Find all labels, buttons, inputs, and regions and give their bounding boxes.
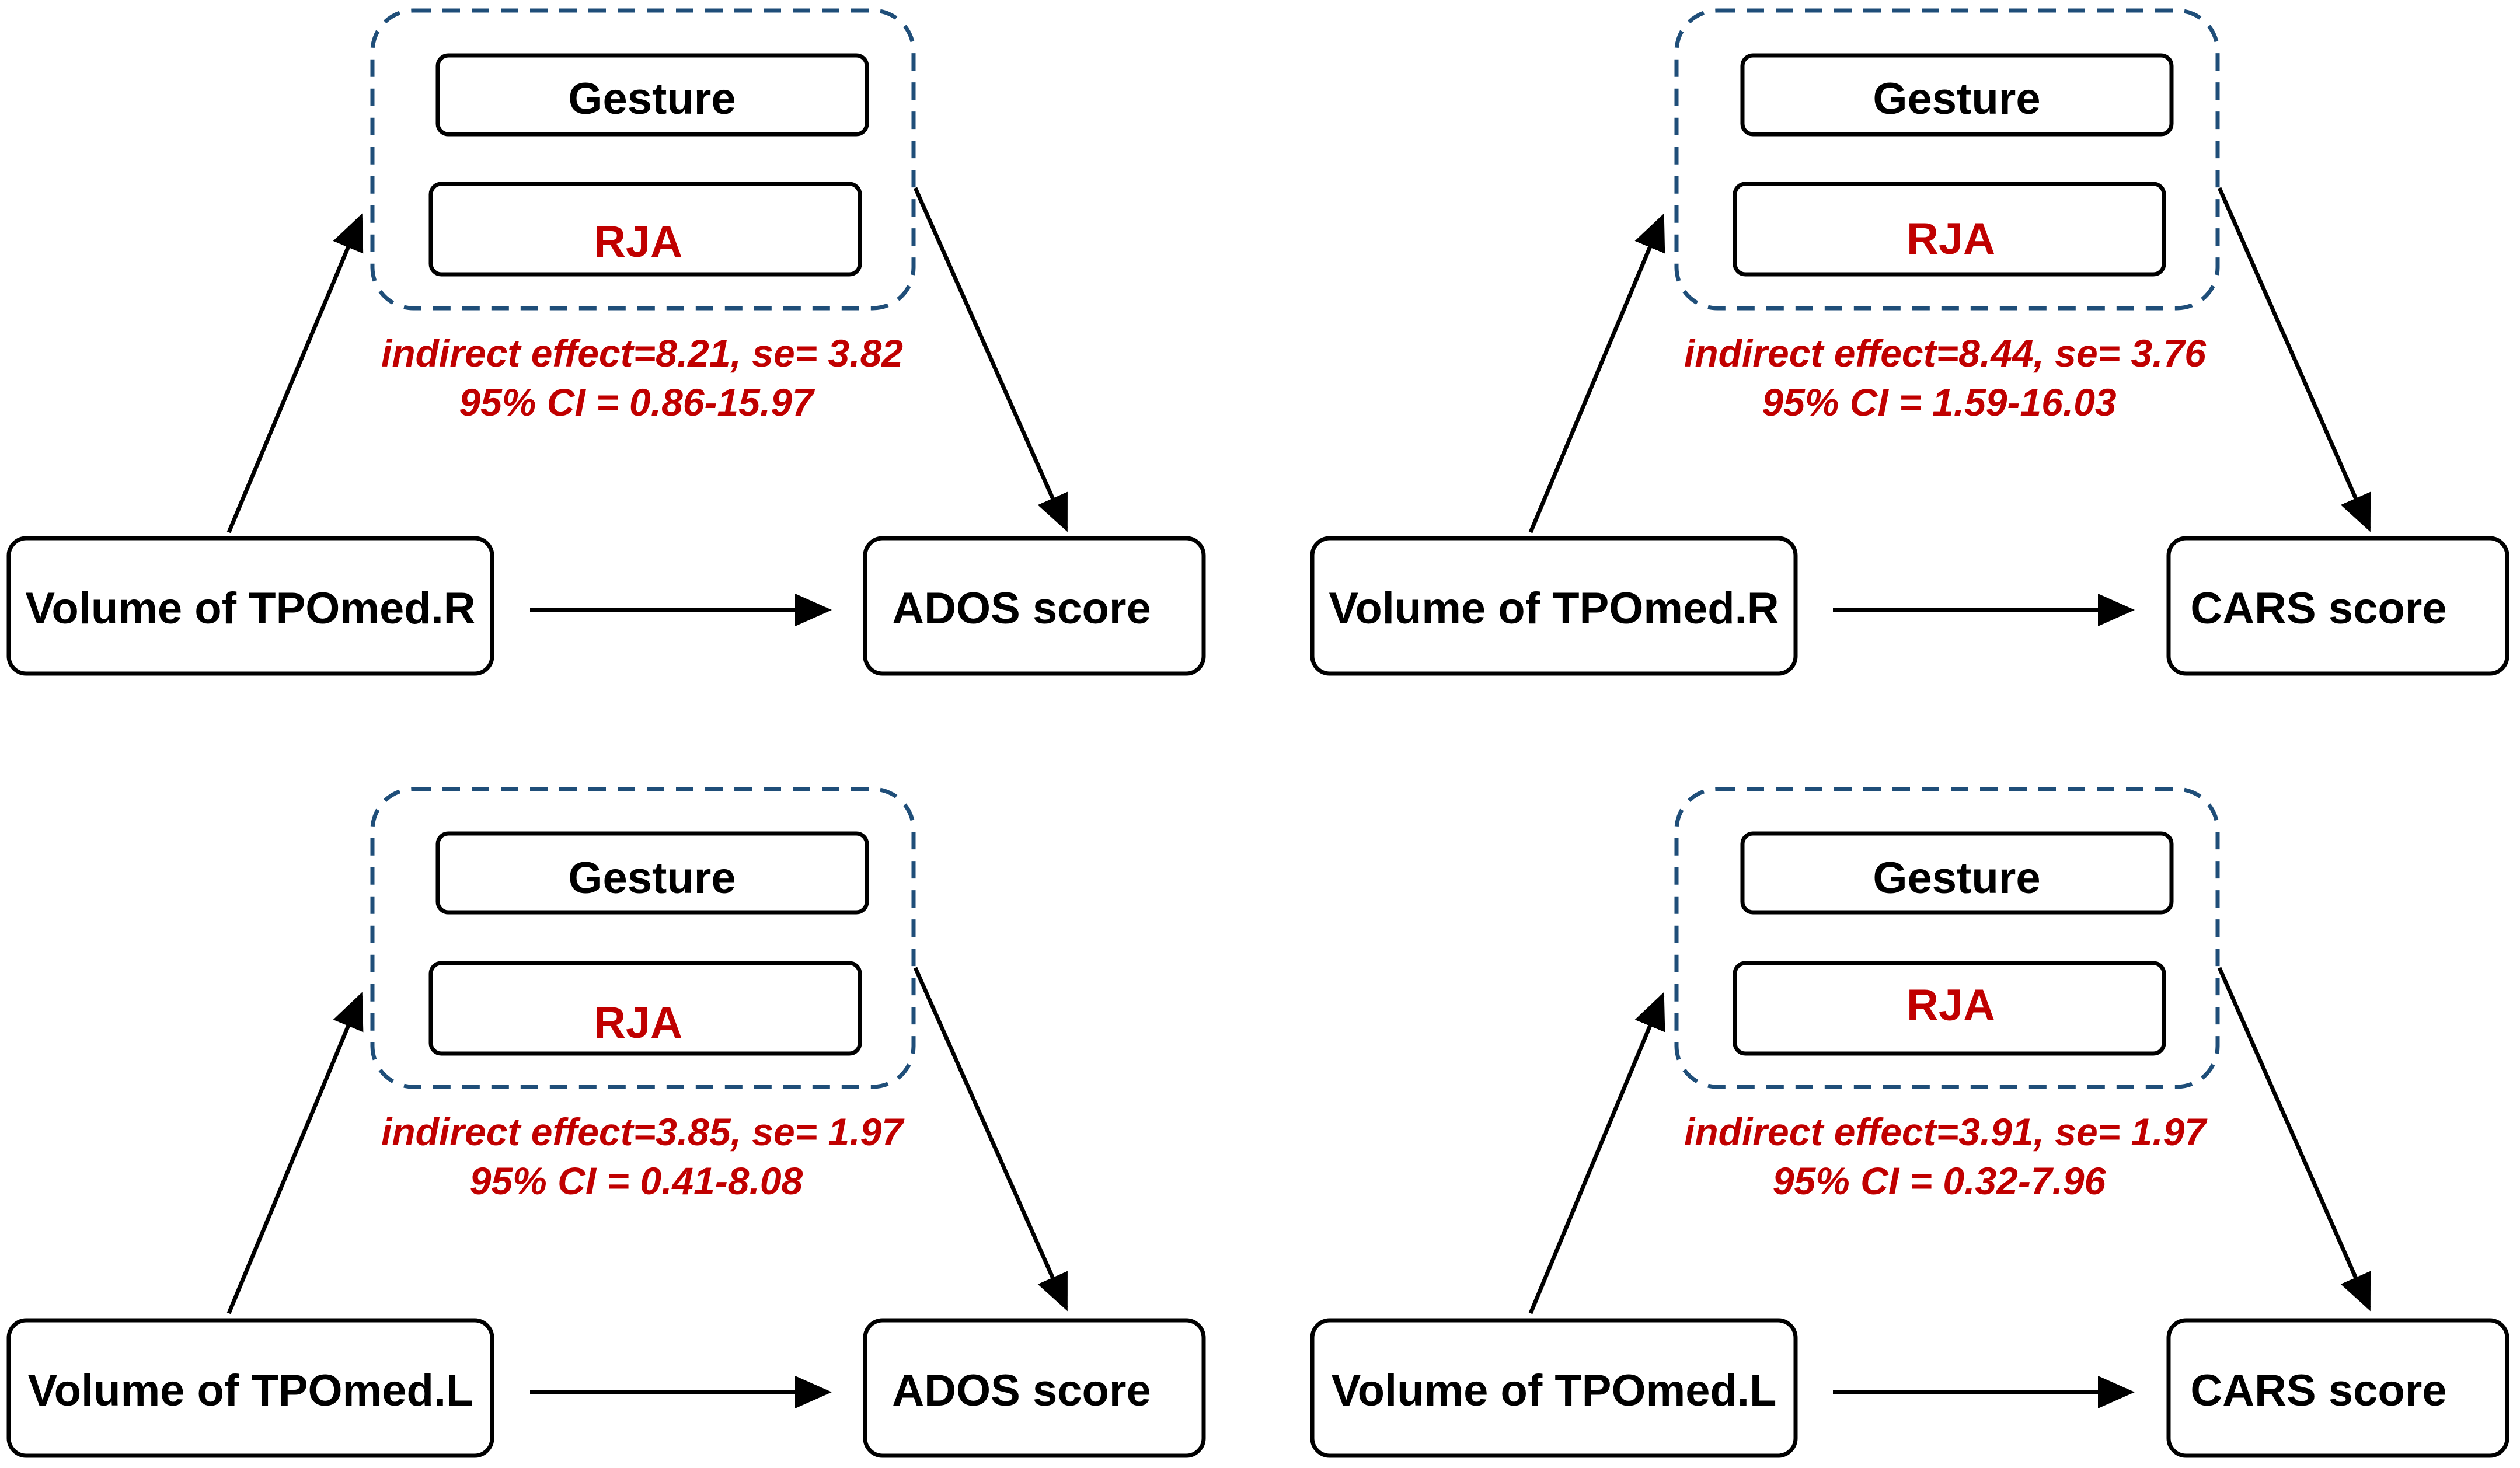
mediator-label-gesture: Gesture xyxy=(568,74,736,124)
mediator-group-border xyxy=(370,8,916,311)
panel-top-right: Gesture RJA indirect effect=8.44, se= 3.… xyxy=(1310,8,2509,676)
panel-bottom-left: Gesture RJA indirect effect=3.85, se= 1.… xyxy=(6,787,1206,1458)
mediator-label-rja: RJA xyxy=(1906,214,1995,264)
predictor-label: Volume of TPOmed.L xyxy=(28,1366,473,1415)
arrow-predictor-to-mediator xyxy=(1528,992,1665,1314)
confidence-interval-text: 95% CI = 1.59-16.03 xyxy=(1762,381,2116,424)
predictor-box xyxy=(6,1318,494,1458)
predictor-box xyxy=(1310,536,1798,676)
outcome-box xyxy=(2166,536,2509,676)
confidence-interval-text: 95% CI = 0.32-7.96 xyxy=(1773,1159,2107,1202)
outcome-label: ADOS score xyxy=(892,1366,1151,1415)
indirect-effect-text: indirect effect=8.44, se= 3.76 xyxy=(1684,332,2207,375)
arrow-mediator-to-outcome xyxy=(2217,187,2371,532)
predictor-label: Volume of TPOmed.R xyxy=(1329,584,1779,633)
predictor-label: Volume of TPOmed.L xyxy=(1332,1366,1777,1415)
arrow-predictor-to-mediator xyxy=(1528,213,1665,533)
outcome-label: CARS score xyxy=(2190,1366,2446,1415)
mediator-box-rja xyxy=(428,182,862,277)
indirect-effect-text: indirect effect=8.21, se= 3.82 xyxy=(381,332,903,375)
confidence-interval-text: 95% CI = 0.86-15.97 xyxy=(459,381,815,424)
mediator-label-rja: RJA xyxy=(1906,981,1995,1030)
mediator-group-border xyxy=(370,787,916,1089)
indirect-effect-text: indirect effect=3.85, se= 1.97 xyxy=(381,1110,905,1153)
mediator-box-gesture xyxy=(1740,53,2174,137)
predictor-box xyxy=(1310,1318,1798,1458)
outcome-label: CARS score xyxy=(2190,584,2446,633)
mediator-box-rja xyxy=(1733,961,2166,1056)
indirect-effect-text: indirect effect=3.91, se= 1.97 xyxy=(1684,1110,2208,1153)
mediator-box-gesture xyxy=(435,53,869,137)
mediator-box-rja xyxy=(428,961,862,1056)
outcome-box xyxy=(2166,1318,2509,1458)
mediator-box-rja xyxy=(1733,182,2166,277)
confidence-interval-text: 95% CI = 0.41-8.08 xyxy=(470,1159,803,1202)
outcome-box xyxy=(863,536,1206,676)
panel-top-left: Gesture RJA indirect effect=8.21, se= 3.… xyxy=(6,8,1206,676)
arrow-predictor-to-mediator xyxy=(226,992,364,1314)
mediator-label-gesture: Gesture xyxy=(1873,853,2040,903)
predictor-box xyxy=(6,536,494,676)
arrow-mediator-to-outcome xyxy=(913,967,1068,1312)
mediator-label-gesture: Gesture xyxy=(568,853,736,903)
mediator-label-rja: RJA xyxy=(594,217,682,267)
mediator-label-gesture: Gesture xyxy=(1873,74,2040,124)
arrow-mediator-to-outcome xyxy=(2217,967,2371,1312)
predictor-label: Volume of TPOmed.R xyxy=(25,584,475,633)
mediator-label-rja: RJA xyxy=(594,998,682,1048)
mediator-group-border xyxy=(1674,787,2220,1089)
arrow-predictor-to-mediator xyxy=(226,213,364,533)
mediator-box-gesture xyxy=(435,831,869,915)
outcome-box xyxy=(863,1318,1206,1458)
arrow-mediator-to-outcome xyxy=(913,187,1068,532)
panel-bottom-right: Gesture RJA indirect effect=3.91, se= 1.… xyxy=(1310,787,2509,1458)
mediator-group-border xyxy=(1674,8,2220,311)
outcome-label: ADOS score xyxy=(892,584,1151,633)
mediator-box-gesture xyxy=(1740,831,2174,915)
